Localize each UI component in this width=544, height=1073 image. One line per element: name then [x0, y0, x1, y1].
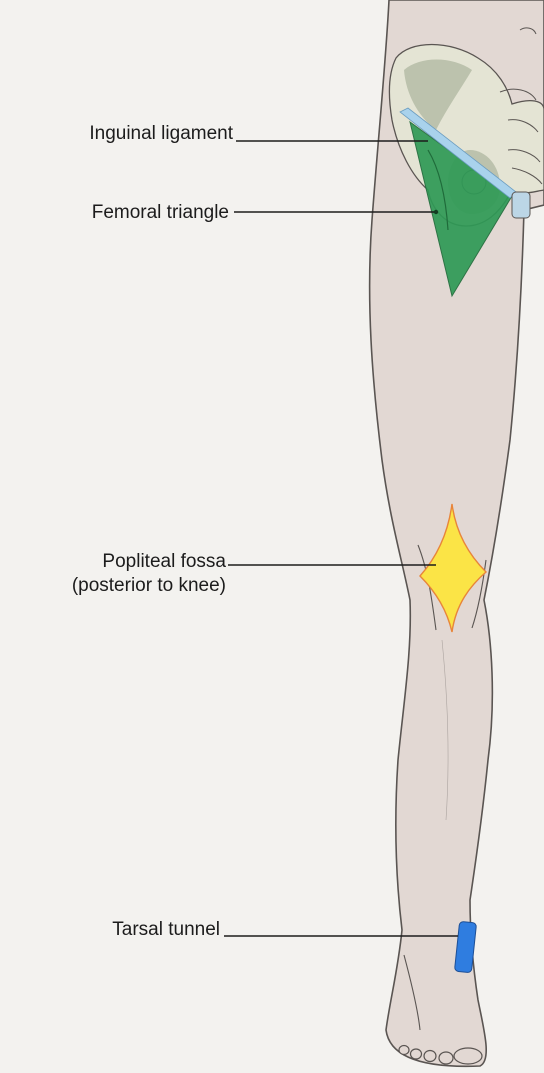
label-text: Popliteal fossa: [72, 550, 226, 574]
pubic-symphysis: [512, 192, 530, 218]
label-subtext: (posterior to knee): [72, 574, 226, 598]
label-inguinal-ligament: Inguinal ligament: [89, 122, 233, 146]
label-text: Inguinal ligament: [89, 122, 233, 146]
label-text: Tarsal tunnel: [112, 918, 220, 942]
label-tarsal-tunnel: Tarsal tunnel: [112, 918, 220, 942]
label-popliteal-fossa: Popliteal fossa (posterior to knee): [72, 550, 226, 598]
femoral-triangle-marker: [434, 210, 438, 214]
label-text: Femoral triangle: [92, 201, 229, 225]
label-femoral-triangle: Femoral triangle: [92, 201, 229, 225]
